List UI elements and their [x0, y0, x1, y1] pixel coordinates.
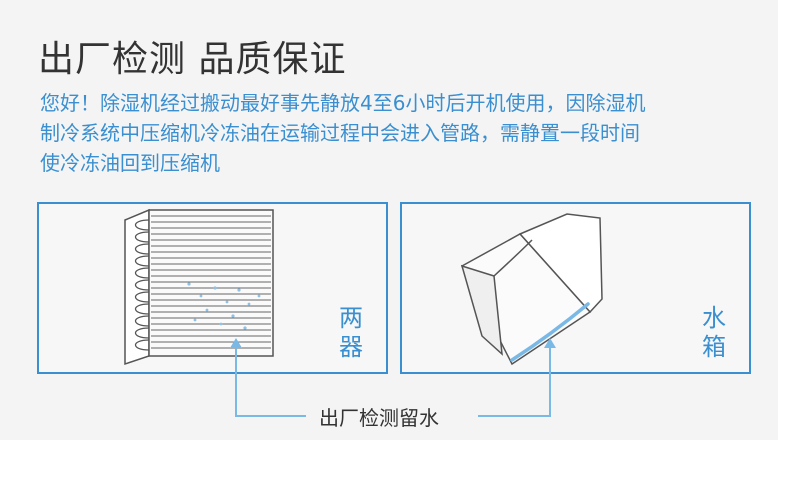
coil-tube [134, 303, 150, 315]
coil-tube [134, 231, 150, 243]
coil-tube [134, 279, 150, 291]
notice-line-3: 使冷冻油回到压缩机 [40, 151, 220, 175]
coil-tube [134, 339, 150, 351]
connector-lines [230, 338, 556, 417]
coil-tube [134, 219, 150, 231]
water-tank-icon [460, 213, 603, 366]
notice-line-2: 制冷系统中压缩机冷冻油在运输过程中会进入管路，需静置一段时间 [40, 121, 640, 145]
page-canvas: 出厂检测 品质保证 您好！除湿机经过搬动最好事先静放4至6小时后开机使用，因除湿… [0, 0, 778, 440]
caption-factory-test: 出厂检测留水 [313, 402, 445, 431]
coil-tube [134, 255, 150, 267]
panel-coils: 两器 [37, 202, 388, 374]
panel-label-tank: 水箱 [702, 304, 726, 361]
evaporator-coil-icon [124, 208, 274, 366]
panel-label-coils: 两器 [339, 304, 363, 361]
coil-tube [134, 327, 150, 339]
coil-tube [134, 291, 150, 303]
page-title: 出厂检测 品质保证 [38, 39, 347, 80]
coil-tube [134, 243, 150, 255]
notice-line-1: 您好！除湿机经过搬动最好事先静放4至6小时后开机使用，因除湿机 [40, 91, 646, 115]
coil-tube [134, 315, 150, 327]
notice-text: 您好！除湿机经过搬动最好事先静放4至6小时后开机使用，因除湿机 制冷系统中压缩机… [40, 88, 760, 178]
panel-tank: 水箱 [400, 202, 751, 374]
coil-tube [134, 267, 150, 279]
